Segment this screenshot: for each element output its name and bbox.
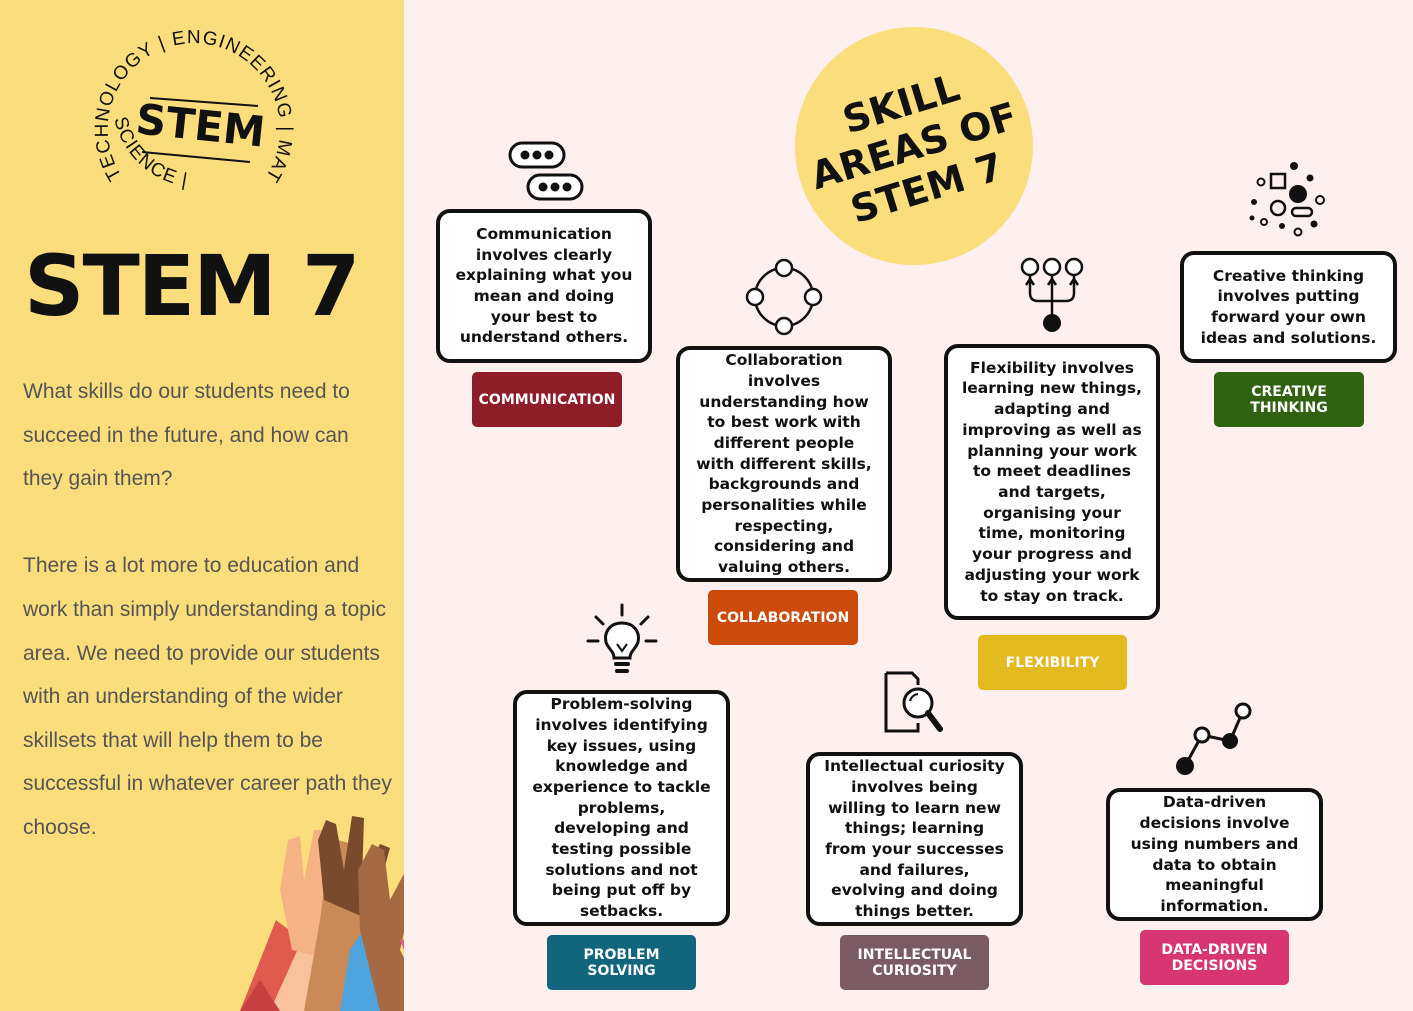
data-driven-decisions-card: Data-driven decisions involve using numb…	[1106, 788, 1323, 921]
data-driven-decisions-label: DATA-DRIVEN DECISIONS	[1140, 930, 1289, 985]
problem-solving-description: Problem-solving involves identifying key…	[532, 695, 711, 921]
collaboration-card: Collaboration involves understanding how…	[676, 346, 892, 582]
magnifier-document-icon	[884, 671, 943, 733]
lightbulb-icon	[586, 603, 658, 673]
line-graph-icon	[1176, 702, 1252, 775]
network-circle-icon	[745, 258, 823, 336]
logo-center-text: STEM	[134, 94, 268, 156]
collaboration-description: Collaboration involves understanding how…	[696, 351, 872, 577]
intro-paragraph-1: What skills do our students need to succ…	[23, 380, 350, 491]
raised-hands-illustration	[240, 816, 404, 1011]
creative-thinking-label: CREATIVE THINKING	[1214, 372, 1364, 427]
data-driven-decisions-description: Data-driven decisions involve using numb…	[1130, 793, 1299, 915]
intellectual-curiosity-description: Intellectual curiosity involves being wi…	[824, 757, 1005, 921]
intellectual-curiosity-card: Intellectual curiosity involves being wi…	[806, 752, 1023, 926]
problem-solving-label: PROBLEM SOLVING	[547, 935, 696, 990]
page-title: STEM 7	[24, 237, 360, 335]
flexibility-card: Flexibility involves learning new things…	[944, 344, 1160, 620]
communication-description: Communication involves clearly explainin…	[455, 224, 633, 347]
collaboration-label: COLLABORATION	[708, 590, 858, 645]
intro-paragraph-2: There is a lot more to education and wor…	[23, 554, 392, 839]
stem-logo: TECHNOLOGY | ENGINEERING | MATHEMATICS S…	[92, 22, 295, 191]
flexibility-label: FLEXIBILITY	[978, 635, 1127, 690]
flexibility-description: Flexibility involves learning new things…	[961, 358, 1143, 605]
speech-bubbles-icon	[508, 141, 584, 201]
intro-text: What skills do our students need to succ…	[23, 370, 393, 850]
creative-thinking-card: Creative thinking involves putting forwa…	[1180, 251, 1397, 363]
communication-card: Communication involves clearly explainin…	[436, 209, 652, 363]
skill-areas-badge: SKILL AREAS OF STEM 7	[795, 27, 1033, 265]
scattered-shapes-icon	[1249, 162, 1325, 237]
communication-label: COMMUNICATION	[472, 372, 622, 427]
problem-solving-card: Problem-solving involves identifying key…	[513, 690, 730, 926]
left-panel: TECHNOLOGY | ENGINEERING | MATHEMATICS S…	[0, 0, 404, 1011]
creative-thinking-description: Creative thinking involves putting forwa…	[1200, 266, 1377, 347]
branching-nodes-icon	[1020, 257, 1084, 332]
intellectual-curiosity-label: INTELLECTUAL CURIOSITY	[840, 935, 989, 990]
